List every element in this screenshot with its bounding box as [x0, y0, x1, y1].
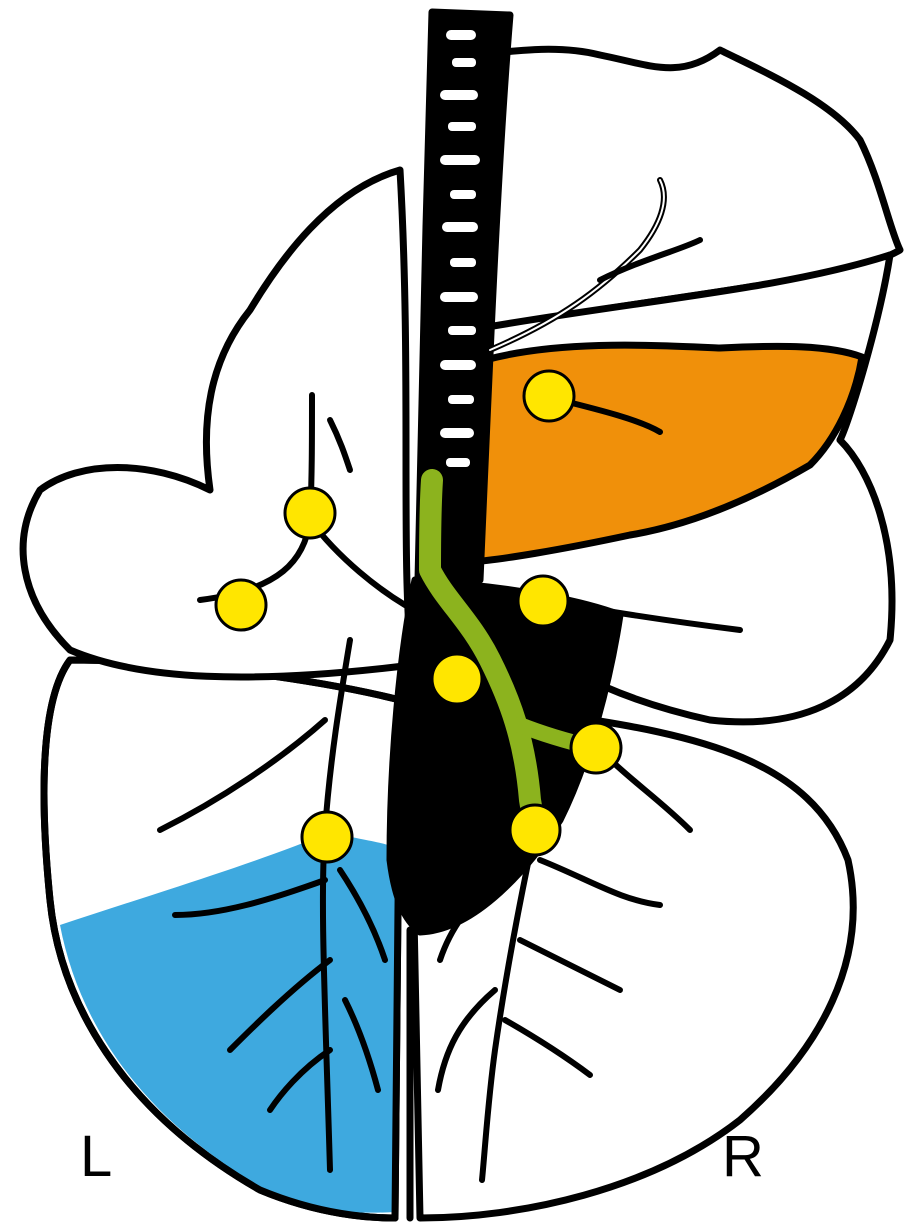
left-lower-node [302, 812, 352, 862]
right-lower-lateral-node [571, 723, 621, 773]
right-side-label: R [722, 1128, 764, 1186]
right-upper-node [524, 371, 574, 421]
left-upper-node [285, 488, 335, 538]
carina-lower-node [432, 654, 482, 704]
left-side-label: L [80, 1128, 112, 1186]
right-lower-node [510, 805, 560, 855]
midline-divider [395, 700, 400, 1218]
right-middle-node [518, 576, 568, 626]
left-lingula-node [216, 580, 266, 630]
